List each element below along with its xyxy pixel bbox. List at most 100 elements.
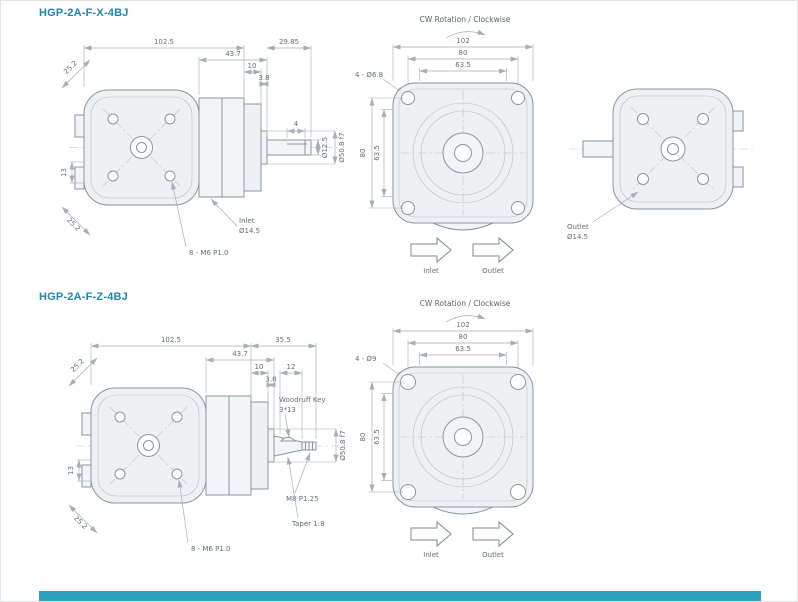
footer-bar [39, 591, 761, 601]
rear-cover-inner [90, 96, 193, 199]
mount-flange [243, 103, 262, 192]
dim-chamfer-bottom: 25.2 [72, 514, 89, 531]
dim-bolt-spacing: 80 [459, 49, 468, 57]
outlet-label: Outlet [482, 267, 504, 275]
dim-shaft-length: 29.85 [279, 38, 299, 46]
outlet-port-size: Ø14.5 [567, 233, 588, 241]
bolt-hole [107, 170, 119, 182]
port-boss-bottom [81, 464, 92, 488]
dim-shaft-diameter: Ø12.5 [321, 137, 329, 158]
rear-flange-inner [619, 95, 727, 203]
port-boss-bottom [732, 166, 744, 188]
bolt-hole [114, 468, 126, 480]
front-view-z: CW Rotation / Clockwise 102 80 63.5 4 - … [355, 299, 534, 559]
bolt-hole [511, 201, 525, 215]
inlet-port-label: Inlet [239, 217, 255, 225]
shaft-bore [454, 144, 472, 162]
inlet-label: Inlet [423, 551, 439, 559]
housing-circle-inner [420, 110, 506, 196]
rotation-label: CW Rotation / Clockwise [420, 15, 511, 24]
center-bore-inner [143, 440, 154, 451]
inlet-label: Inlet [423, 267, 439, 275]
woodruff-key-label: Woodruff Key [279, 396, 326, 404]
dim-pilot-diameter: Ø50.8 f7 [339, 430, 347, 460]
bolt-hole [107, 113, 119, 125]
rotation-label: CW Rotation / Clockwise [420, 299, 511, 308]
housing-circle [412, 386, 514, 488]
outlet-port-label: Outlet [567, 223, 589, 231]
dim-inner-spacing: 63.5 [455, 61, 471, 69]
rotation-arrow-icon [445, 313, 486, 323]
inlet-port-size: Ø14.5 [239, 227, 260, 235]
bolt-hole [637, 173, 649, 185]
side-view-z: 102.5 35.5 43.7 10 12 3.8 Woodruff Key 3… [67, 336, 347, 553]
dim-b: 10 [255, 363, 264, 371]
woodruff-key-size: 3*13 [279, 406, 296, 414]
dim-pilot-diameter: Ø50.8 f7 [338, 132, 346, 162]
bolt-spec-label: 8 - M6 P1.0 [189, 249, 229, 257]
outlet-arrow-icon [472, 236, 514, 264]
body-bottom-bulge [432, 506, 494, 515]
bolt-hole [697, 173, 709, 185]
port-boss-top [81, 412, 92, 436]
dim-inner-spacing: 63.5 [455, 345, 471, 353]
front-view-x: CW Rotation / Clockwise 102 80 63.5 4 - … [355, 15, 534, 275]
bolt-hole [637, 113, 649, 125]
bolt-spec-label: 8 - M6 P1.0 [191, 545, 231, 553]
bolt-hole-spec: 4 - Ø9 [355, 355, 376, 363]
dim-c: 3.8 [265, 376, 276, 384]
pilot-boss [260, 130, 268, 165]
bolt-hole [114, 411, 126, 423]
bolt-hole [401, 91, 415, 105]
dim-body-length: 102.5 [161, 336, 181, 344]
port-boss-top [74, 114, 85, 138]
dim-shaft-length: 35.5 [275, 336, 291, 344]
bolt-hole [510, 484, 526, 500]
bolt-hole [171, 411, 183, 423]
port-boss-bottom [74, 166, 85, 190]
dim-b: 10 [248, 62, 257, 70]
housing-circle [412, 102, 514, 204]
dim-key-width: 4 [294, 120, 299, 128]
inlet-arrow-icon [410, 520, 452, 548]
dim-chamfer-bottom: 25.2 [65, 216, 82, 233]
outlet-arrow-icon [472, 520, 514, 548]
bolt-hole [164, 170, 176, 182]
center-bore-inner [667, 143, 679, 155]
housing-circle-inner [420, 394, 506, 480]
dim-inner-spacing-v: 63.5 [373, 145, 381, 161]
dim-inner-spacing-v: 63.5 [373, 429, 381, 445]
rear-view-x: Outlet Ø14.5 [567, 88, 753, 241]
shaft [266, 139, 312, 156]
bolt-hole [511, 91, 525, 105]
body-bottom-bulge [432, 222, 494, 231]
model-title-z: HGP-2A-F-Z-4BJ [39, 291, 128, 303]
dim-flange-width: 102 [456, 37, 469, 45]
dim-body-length: 102.5 [154, 38, 174, 46]
dim-port-offset: 13 [67, 466, 75, 475]
rotation-arrow-icon [445, 29, 486, 39]
pilot-boss [267, 428, 275, 463]
flange-face-inner [398, 88, 528, 218]
taper-spec-label: Taper 1:8 [291, 520, 325, 528]
inlet-arrow-icon [410, 236, 452, 264]
dim-bolt-spacing-v: 80 [359, 433, 367, 442]
bolt-hole [164, 113, 176, 125]
side-view-x: 102.5 43.7 10 3.8 29.85 4 Ø12.5 Ø50.8 f7… [60, 38, 346, 257]
mount-flange [250, 401, 269, 490]
dim-flange-width: 102 [456, 321, 469, 329]
outlet-label: Outlet [482, 551, 504, 559]
shaft-stub [582, 140, 614, 158]
port-boss-top [732, 110, 744, 132]
dim-bolt-spacing-v: 80 [359, 149, 367, 158]
bolt-hole [171, 468, 183, 480]
dim-a: 43.7 [232, 350, 248, 358]
dim-port-offset: 13 [60, 168, 68, 177]
bolt-hole [401, 201, 415, 215]
bolt-hole [697, 113, 709, 125]
center-bore-inner [136, 142, 147, 153]
shaft-bore [454, 428, 472, 446]
thread-spec-label: M8 P1.25 [286, 495, 319, 503]
dim-c: 3.8 [258, 74, 269, 82]
